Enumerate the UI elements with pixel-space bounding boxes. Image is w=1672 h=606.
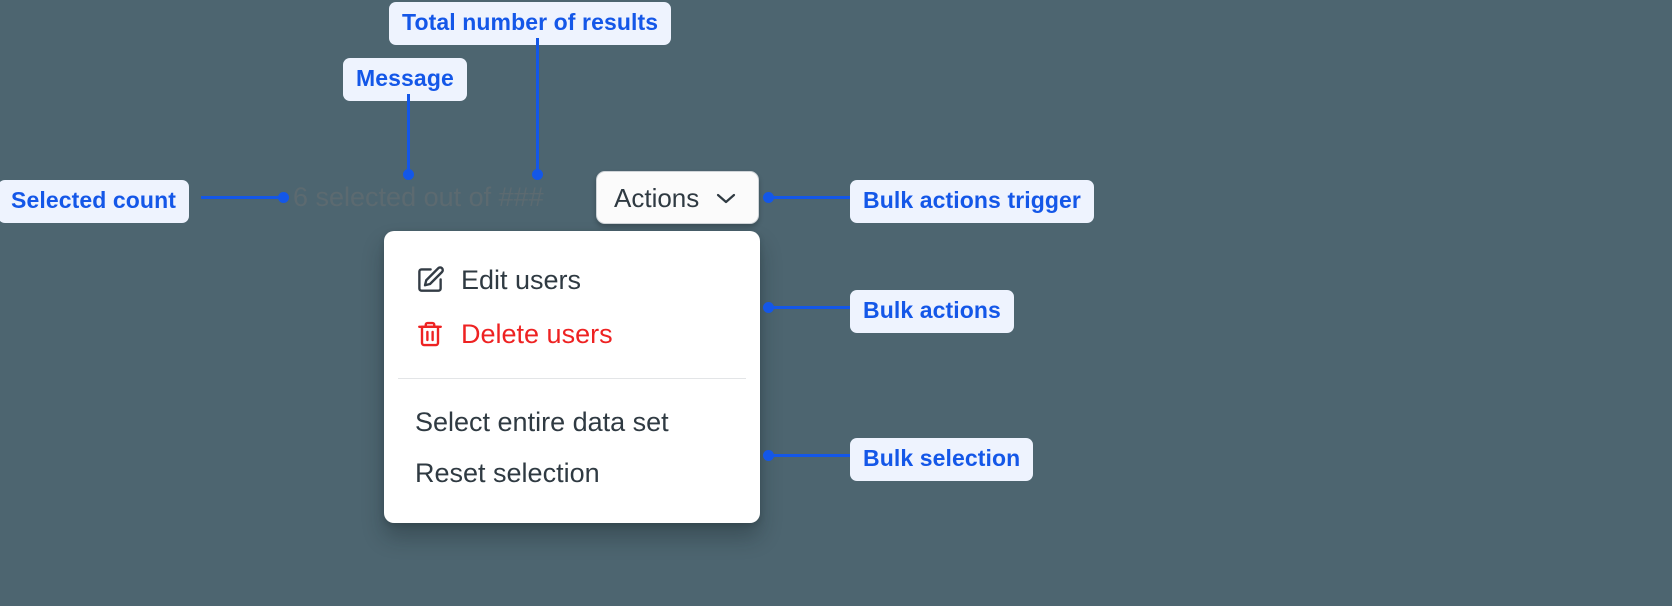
connector-dot-total-results [532,169,543,180]
callout-message: Message [343,58,467,101]
callout-total-number-of-results: Total number of results [389,2,672,45]
menu-item-edit-users[interactable]: Edit users [384,253,760,307]
chevron-down-icon [716,192,736,204]
connector-bulk-selection [771,454,852,457]
connector-dot-bulk-actions-trigger [763,192,774,203]
bulk-actions-trigger-button[interactable]: Actions [596,171,759,224]
bulk-actions-trigger-label: Actions [614,182,700,213]
menu-item-label: Edit users [461,264,582,295]
menu-item-label: Delete users [461,318,613,349]
menu-item-reset-selection[interactable]: Reset selection [384,448,760,499]
callout-bulk-actions-trigger: Bulk actions trigger [850,180,1094,223]
connector-message [407,94,410,175]
connector-bulk-actions [771,306,852,309]
selected-count-message: 6 selected out of ### [293,182,544,212]
bulk-actions-menu: Edit users Delete users Select entire da… [384,231,760,523]
menu-divider [398,378,746,379]
connector-selected-count [201,196,285,199]
callout-selected-count: Selected count [0,180,189,223]
menu-item-label: Select entire data set [415,407,669,437]
connector-dot-bulk-actions [763,302,774,313]
trash-icon [415,319,445,349]
menu-item-select-entire-data-set[interactable]: Select entire data set [384,397,760,448]
menu-item-delete-users[interactable]: Delete users [384,307,760,361]
connector-dot-bulk-selection [763,450,774,461]
connector-dot-message [403,169,414,180]
menu-item-label: Reset selection [415,458,600,488]
connector-bulk-actions-trigger [771,196,852,199]
edit-pencil-icon [415,265,445,295]
connector-total-results [536,38,539,175]
callout-bulk-selection: Bulk selection [850,438,1034,481]
callout-bulk-actions: Bulk actions [850,290,1014,333]
connector-dot-selected-count [278,192,289,203]
